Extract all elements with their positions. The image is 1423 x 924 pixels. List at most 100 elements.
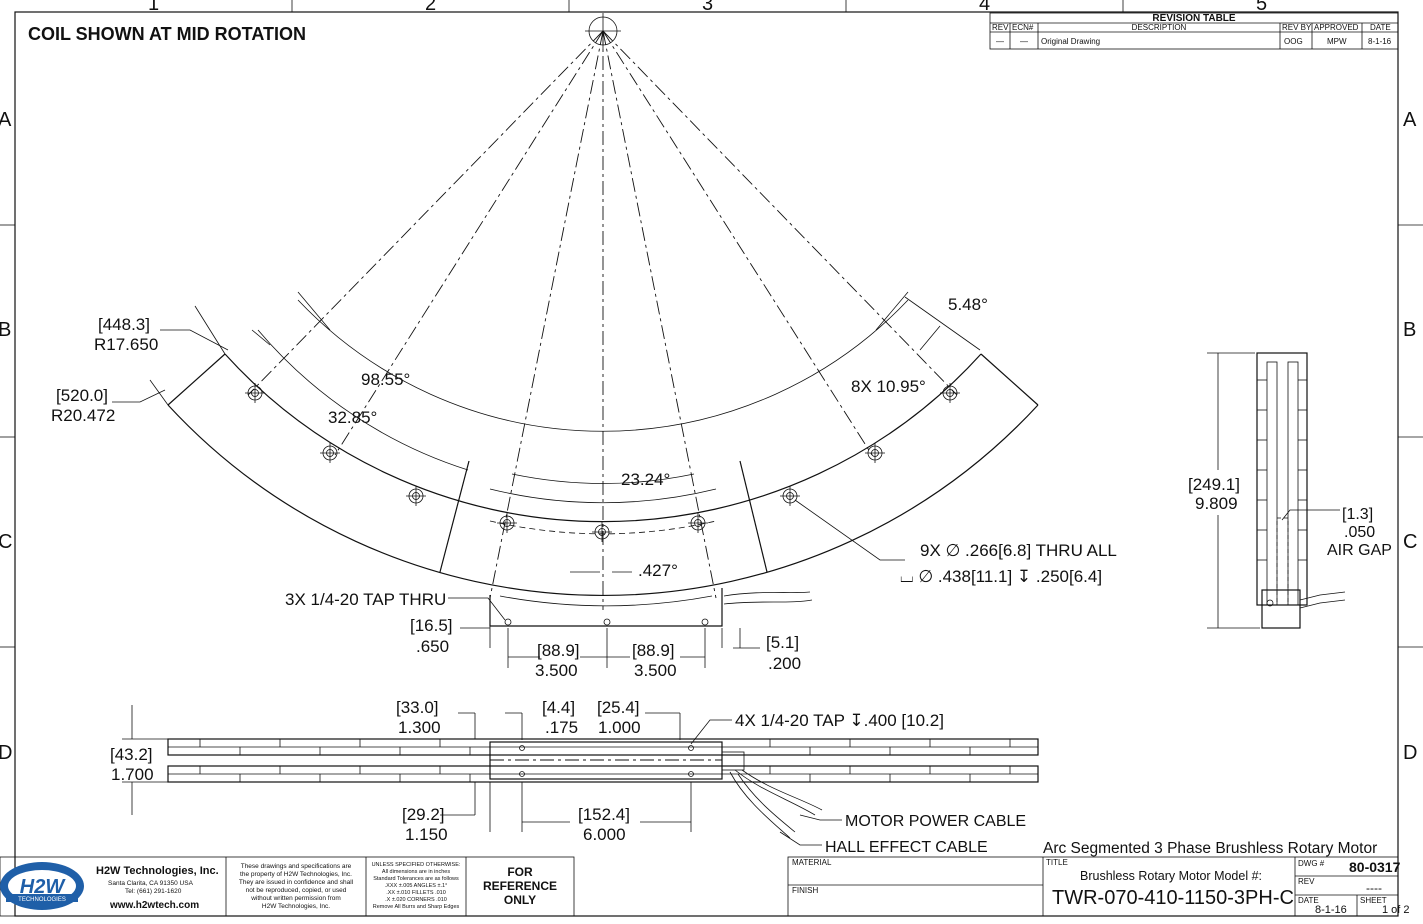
rev-label: REV [1298,877,1315,886]
dim-1300-metric: [33.0] [396,698,439,717]
title-block: Arc Segmented 3 Phase Brushless Rotary M… [0,840,1410,917]
dim-3500-left-metric: [88.9] [537,641,580,660]
tolerance-5: .XX ±.010 FILLETS .010 [386,890,446,896]
rev-header-ecn: ECN# [1012,23,1034,32]
rev-header-date: DATE [1370,23,1391,32]
dwg-label: DWG # [1298,859,1325,868]
dim-175-inch: .175 [545,718,578,737]
title-line-1: Brushless Rotary Motor Model #: [1080,869,1262,883]
front-tap-note: 4X 1/4-20 TAP ↧.400 [10.2] [735,711,944,730]
outer-radius-metric: [520.0] [56,386,108,405]
zone-col-4: 4 [979,0,990,15]
holes-note-line2: ⌴ ∅ .438[11.1] ↧ .250[6.4] [900,567,1102,586]
zone-col-2: 2 [425,0,436,15]
tolerance-4: .XXX ±.005 ANGLES ±.1° [385,883,448,889]
front-view: [43.2] 1.700 [33.0] 1.300 [4.4] .175 [25… [110,698,1039,856]
arc-inner-edge [224,353,982,523]
front-height-metric: [43.2] [110,745,153,764]
reference-line-2: REFERENCE [483,879,557,893]
dim-650-inch: .650 [416,637,449,656]
zone-col-3: 3 [702,0,713,15]
proprietary-5: without written permission from [250,895,341,902]
angle-segment: 32.85° [328,408,377,427]
zone-row-a-left: A [0,109,12,131]
dim-1150-metric: [29.2] [402,805,445,824]
proprietary-1: These drawings and specifications are [241,863,352,870]
proprietary-6: H2W Technologies, Inc. [262,903,330,910]
rev-header-revby: REV BY [1282,23,1312,32]
air-gap-label: AIR GAP [1327,542,1392,559]
rev-row-ecn: — [1020,37,1028,46]
dim-6000-metric: [152.4] [578,805,630,824]
rev-row-description: Original Drawing [1041,37,1100,46]
dim-1150-inch: 1.150 [405,825,448,844]
dim-1300-inch: 1.300 [398,718,441,737]
tolerance-1: UNLESS SPECIFIED OTHERWISE: [372,862,461,868]
zone-row-b-right: B [1403,319,1416,341]
part-description: Arc Segmented 3 Phase Brushless Rotary M… [1043,840,1377,857]
magnet-segments [199,739,1011,782]
date-value: 8-1-16 [1315,904,1347,916]
dim-175-metric: [4.4] [542,698,575,717]
finish-label: FINISH [792,886,818,895]
rev-row-revby: OOG [1284,37,1303,46]
tolerance-3: Standard Tolerances are as follows [373,876,459,882]
sheet-label: SHEET [1360,896,1387,905]
hall-effect-cable-label: HALL EFFECT CABLE [825,839,988,856]
angle-coil: 23.24° [621,470,670,489]
dim-650-metric: [16.5] [410,616,453,635]
front-height-inch: 1.700 [111,765,154,784]
side-height-metric: [249.1] [1188,475,1240,494]
zone-row-d-left: D [0,742,12,764]
side-height-inch: 9.809 [1195,494,1238,513]
company-website: www.h2wtech.com [109,900,199,911]
dim-200-metric: [5.1] [766,633,799,652]
air-gap-metric: [1.3] [1342,506,1373,523]
side-view: [249.1] 9.809 [1.3] .050 AIR GAP [1188,352,1392,629]
zone-ticks [0,0,1423,648]
angle-end: 5.48° [948,295,988,314]
model-number: TWR-070-410-1150-3PH-C [1052,887,1294,909]
material-label: MATERIAL [792,858,832,867]
dwg-number: 80-0317 [1349,859,1401,875]
revision-table: REVISION TABLE REV ECN# DESCRIPTION REV … [989,12,1399,50]
proprietary-3: They are issued in confidence and shall [239,879,354,886]
zone-col-5: 5 [1256,0,1267,15]
drawing-border [14,11,1399,917]
inner-radius-metric: [448.3] [98,315,150,334]
title-label: TITLE [1046,858,1068,867]
rev-row-date: 8-1-16 [1368,37,1392,46]
air-gap-inch: .050 [1344,524,1375,541]
outer-radius-inch: R20.472 [51,406,115,425]
dim-6000-inch: 6.000 [583,825,626,844]
proprietary-2: the property of H2W Technologies, Inc. [240,871,352,878]
dim-200-inch: .200 [768,654,801,673]
coil-tap-note: 3X 1/4-20 TAP THRU [285,590,446,609]
reference-line-3: ONLY [504,893,536,907]
logo-text: H2W [20,876,67,898]
angle-total: 98.55° [361,370,410,389]
h2w-logo: H2W TECHNOLOGIES [0,862,84,910]
dim-3500-right-inch: 3.500 [634,661,677,680]
reference-line-1: FOR [507,865,533,879]
zone-row-b-left: B [0,319,11,341]
zone-col-1: 1 [148,0,159,15]
rev-row-approved: MPW [1327,37,1347,46]
dim-1000-metric: [25.4] [597,698,640,717]
mounting-holes [245,383,960,542]
tolerance-2: All dimensions are in inches [382,869,450,875]
zone-row-a-right: A [1403,109,1417,131]
tolerance-7: Remove All Burrs and Sharp Edges [373,904,460,910]
company-name: H2W Technologies, Inc. [96,865,219,877]
rev-value: ---- [1366,881,1382,895]
arc-centerlines [247,30,958,610]
rev-header-approved: APPROVED [1314,23,1359,32]
rev-header-description: DESCRIPTION [1132,23,1187,32]
company-address-1: Santa Clarita, CA 91350 USA [108,880,194,887]
inner-radius-inch: R17.650 [94,335,158,354]
holes-note-line1: 9X ∅ .266[6.8] THRU ALL [920,541,1117,560]
zone-labels: 1 2 3 4 5 A B C D A B C D [0,0,1417,764]
tolerance-6: .X ±.020 CORNERS .010 [385,897,447,903]
sheet-value: 1 of 2 [1382,904,1410,916]
